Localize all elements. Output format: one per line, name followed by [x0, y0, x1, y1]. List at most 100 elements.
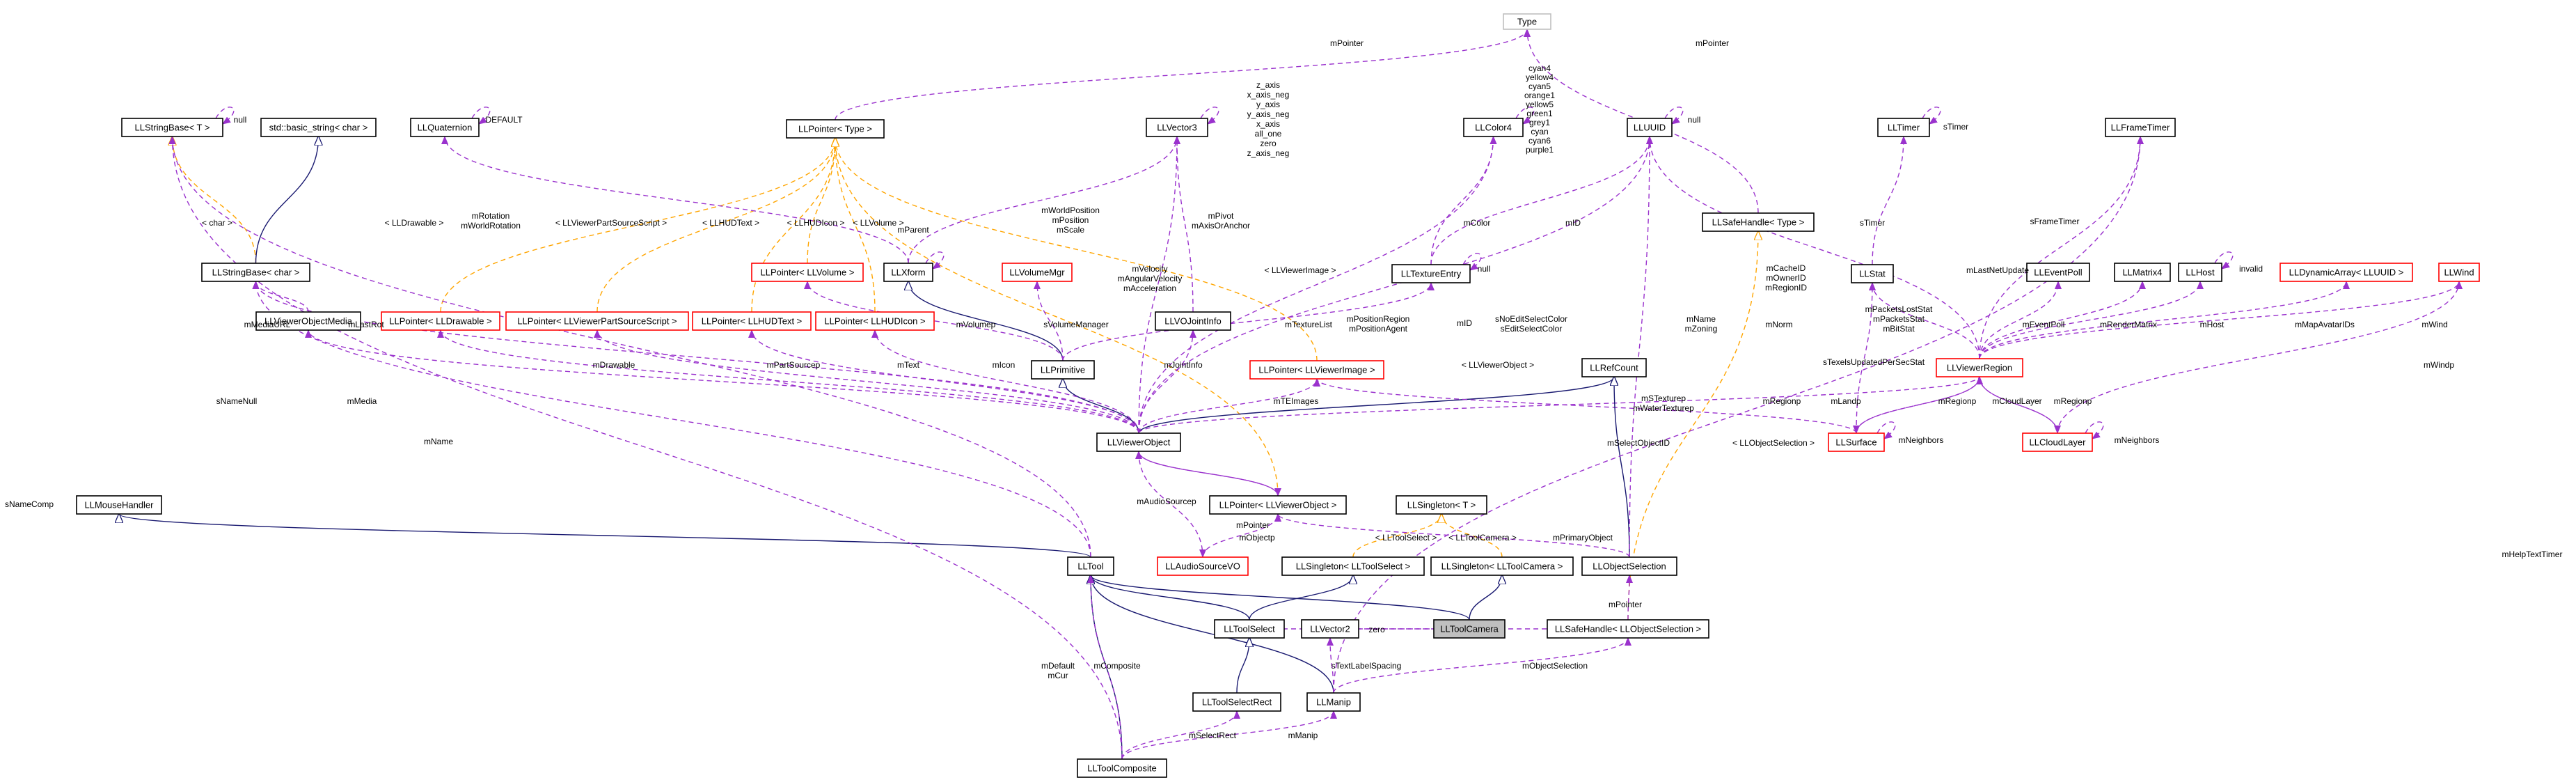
node-lltoolselectrect[interactable]: LLToolSelectRect [1192, 692, 1281, 712]
edge-label-mname: mName [424, 437, 453, 446]
node-llsafehandle-llobjectselection[interactable]: LLSafeHandle< LLObjectSelection > [1547, 619, 1709, 639]
node-llstringbase-char[interactable]: LLStringBase< char > [201, 263, 310, 282]
node-lltoolselect[interactable]: LLToolSelect [1214, 619, 1285, 639]
node-box [1031, 360, 1095, 380]
edge-llvojointinfo-to-llvector3 [1174, 136, 1194, 313]
node-type[interactable]: Type [1503, 13, 1551, 30]
node-llxform[interactable]: LLXform [883, 263, 933, 282]
node-box [1463, 118, 1524, 137]
node-llpointer-lldrawable[interactable]: LLPointer< LLDrawable > [381, 311, 500, 331]
edge-llviewerregion-to-lleventpoll [1979, 281, 2062, 359]
node-llcolor4[interactable]: LLColor4 [1463, 118, 1524, 137]
node-llpointer-llhudtext[interactable]: LLPointer< LLHUDText > [692, 311, 812, 331]
node-std-basic-string-char[interactable]: std::basic_string< char > [260, 118, 377, 137]
edge-lltoolselectrect-to-lltoolselect [1236, 638, 1249, 694]
edge-label-mobjectselection: mObjectSelection [1522, 661, 1588, 671]
node-llviewerobjectmedia[interactable]: LLViewerObjectMedia [255, 311, 361, 331]
node-llsafehandle-type[interactable]: LLSafeHandle< Type > [1702, 212, 1815, 232]
node-box [1433, 619, 1506, 639]
node-box [1851, 264, 1894, 283]
node-llwind[interactable]: LLWind [2438, 263, 2480, 282]
node-llmousehandler[interactable]: LLMouseHandler [76, 495, 162, 515]
edge-label-mworldposition: mWorldPosition [1041, 205, 1100, 215]
node-lldynamicarray-lluuid[interactable]: LLDynamicArray< LLUUID > [2279, 263, 2413, 282]
edge-label-mhelptexttimer: mHelpTextTimer [2502, 549, 2563, 559]
node-llvector3[interactable]: LLVector3 [1146, 118, 1208, 137]
edge-label-mteimages: mTEImages [1274, 396, 1319, 406]
edge-llobjectselection-to-llrefcount [1614, 377, 1630, 558]
node-llpointer-llviewerobject[interactable]: LLPointer< LLViewerObject > [1209, 495, 1347, 515]
node-llsurface[interactable]: LLSurface [1828, 432, 1885, 452]
edge-llviewerobject-to-llvector3 [1138, 136, 1180, 434]
node-lleventpoll[interactable]: LLEventPoll [2026, 263, 2090, 282]
edge-label-mrendermatrix: mRenderMatrix [2100, 320, 2157, 329]
edge-llstringbasechar-to-llstringbaset [173, 136, 257, 264]
edge-label-mname: mName [1686, 314, 1716, 324]
node-llvojointinfo[interactable]: LLVOJointInfo [1155, 311, 1231, 331]
edge-label-lltoolcamera: < LLToolCamera > [1448, 533, 1517, 543]
node-label: LLVector3 [1157, 123, 1197, 133]
node-llobjectselection[interactable]: LLObjectSelection [1581, 556, 1677, 576]
node-label: LLViewerObjectMedia [264, 316, 353, 327]
node-box [2022, 432, 2093, 452]
node-llrefcount[interactable]: LLRefCount [1581, 358, 1647, 377]
node-llmatrix4[interactable]: LLMatrix4 [2114, 263, 2171, 282]
node-label: LLSingleton< T > [1407, 500, 1476, 510]
node-llpointer-type[interactable]: LLPointer< Type > [786, 119, 885, 139]
node-llframetimer[interactable]: LLFrameTimer [2105, 118, 2176, 137]
edge-label-stimer: sTimer [1943, 122, 1968, 132]
edge-label-stextlabelspacing: sTextLabelSpacing [1332, 661, 1402, 671]
node-box [1002, 263, 1073, 282]
node-llsingleton-t[interactable]: LLSingleton< T > [1396, 495, 1487, 515]
node-label: LLSafeHandle< LLObjectSelection > [1555, 624, 1701, 634]
edge-label-mpointer: mPointer [1330, 38, 1364, 48]
node-llquaternion[interactable]: LLQuaternion [410, 118, 480, 137]
edge-label-grey1: grey1 [1529, 118, 1550, 127]
node-llhost[interactable]: LLHost [2178, 263, 2222, 282]
edge-label-mdrawable: mDrawable [593, 360, 635, 370]
node-lluuid[interactable]: LLUUID [1627, 118, 1673, 137]
edge-llprimitive-to-llpointerllvolume [804, 281, 1064, 361]
edge-label-zero: zero [1368, 625, 1385, 634]
node-llpointer-llhudicon[interactable]: LLPointer< LLHUDIcon > [815, 311, 935, 331]
node-box [1249, 360, 1384, 380]
edge-label-cyan5: cyan5 [1528, 81, 1551, 91]
node-llstringbase-t[interactable]: LLStringBase< T > [121, 118, 223, 137]
edge-label-lltoolselect: < LLToolSelect > [1375, 533, 1437, 543]
node-llpointer-llvolume[interactable]: LLPointer< LLVolume > [751, 263, 864, 282]
edge-label-mcacheid: mCacheID [1767, 263, 1806, 273]
edge-label-llvolume: < LLVolume > [853, 218, 903, 228]
node-llpointer-llviewerimage[interactable]: LLPointer< LLViewerImage > [1249, 360, 1384, 380]
node-llsingleton-lltoolcamera[interactable]: LLSingleton< LLToolCamera > [1430, 556, 1574, 576]
node-box [2178, 263, 2222, 282]
node-box [1157, 556, 1249, 576]
node-lltool[interactable]: LLTool [1067, 556, 1114, 576]
edge-label-mid: mID [1457, 318, 1472, 328]
edge-lltextureentry-to-lluuid [1430, 136, 1653, 265]
node-llviewerregion[interactable]: LLViewerRegion [1936, 358, 2023, 377]
node-llvolumemgr[interactable]: LLVolumeMgr [1002, 263, 1073, 282]
edge-llxform-to-llvector3 [908, 136, 1180, 264]
node-box [1627, 118, 1673, 137]
node-label: LLManip [1316, 697, 1351, 708]
node-llstat[interactable]: LLStat [1851, 264, 1894, 283]
edge-lltool-to-llstringbaset [168, 136, 1091, 558]
node-label: LLSafeHandle< Type > [1712, 217, 1805, 228]
node-lltoolcamera[interactable]: LLToolCamera [1433, 619, 1506, 639]
node-lltextureentry[interactable]: LLTextureEntry [1391, 264, 1471, 283]
node-llmanip[interactable]: LLManip [1306, 692, 1361, 712]
node-llpointer-llviewerpartsourcescript[interactable]: LLPointer< LLViewerPartSourceScript > [505, 311, 689, 331]
node-llsingleton-lltoolselect[interactable]: LLSingleton< LLToolSelect > [1281, 556, 1425, 576]
node-llcloudlayer[interactable]: LLCloudLayer [2022, 432, 2093, 452]
node-lltimer[interactable]: LLTimer [1877, 118, 1930, 137]
node-llviewerobject[interactable]: LLViewerObject [1096, 432, 1181, 452]
edge-lluuid-to-lluuid [1664, 107, 1684, 125]
edge-label-svolumemanager: sVolumeManager [1043, 320, 1108, 329]
edge-label-mneighbors: mNeighbors [2115, 435, 2160, 445]
node-llprimitive[interactable]: LLPrimitive [1031, 360, 1095, 380]
edge-label-llhudicon: < LLHUDIcon > [787, 218, 845, 228]
node-box [692, 311, 812, 331]
node-llvector2[interactable]: LLVector2 [1301, 619, 1359, 639]
node-lltoolcomposite[interactable]: LLToolComposite [1077, 758, 1167, 778]
node-llaudiosourcevo[interactable]: LLAudioSourceVO [1157, 556, 1249, 576]
